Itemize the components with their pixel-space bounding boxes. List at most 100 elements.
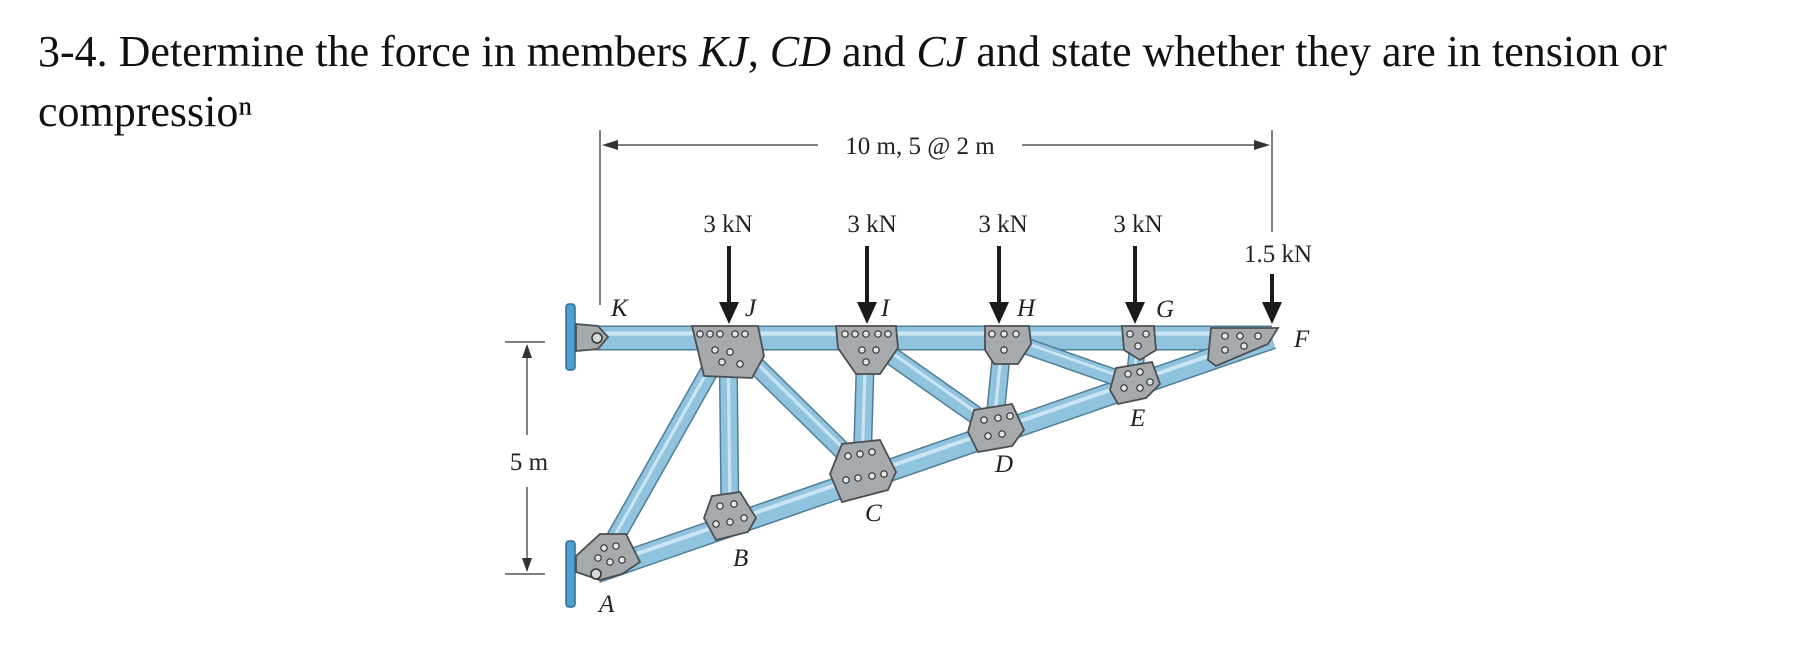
dimension-arrowhead: [522, 558, 532, 572]
joint-label-e: E: [1129, 405, 1145, 432]
load-label-g: 3 kN: [1113, 211, 1162, 238]
member-cj-label: CJ: [916, 27, 966, 76]
bolt-hole: [984, 432, 992, 440]
bottom-chord-member: [592, 328, 1276, 582]
load-arrowhead-i: [857, 302, 877, 324]
bolt-hole: [1221, 346, 1229, 354]
bolt-hole: [1124, 370, 1132, 378]
joint-label-d: D: [994, 451, 1013, 478]
dimension-arrowhead: [602, 140, 618, 150]
load-label-f: 1.5 kN: [1244, 241, 1312, 268]
bolt-hole: [716, 330, 724, 338]
bolt-hole: [841, 330, 849, 338]
bolt-holes: [594, 330, 1262, 566]
load-arrowhead-g: [1125, 302, 1145, 324]
bolt-hole: [736, 360, 744, 368]
truss-members: [587, 325, 1276, 583]
bolt-hole: [1146, 378, 1154, 386]
bolt-hole: [696, 330, 704, 338]
bolt-hole: [726, 518, 734, 526]
bolt-hole: [1134, 342, 1142, 350]
bolt-hole: [844, 452, 852, 460]
bolt-hole: [851, 330, 859, 338]
bolt-hole: [612, 542, 620, 550]
joint-label-h: H: [1016, 295, 1037, 322]
bolt-hole: [862, 358, 870, 366]
bolt-hole: [862, 330, 870, 338]
bolt-hole: [741, 330, 749, 338]
bolt-hole: [1006, 412, 1014, 420]
problem-number: 3-4.: [38, 27, 108, 76]
joint-label-c: C: [865, 500, 882, 527]
bolt-hole: [726, 348, 734, 356]
bolt-hole: [712, 520, 720, 528]
bolt-hole: [1254, 332, 1262, 340]
problem-statement: 3-4. Determine the force in members KJ, …: [38, 22, 1778, 142]
dimension-arrowhead: [1254, 140, 1270, 150]
bolt-hole: [594, 554, 602, 562]
problem-text-part: Determine the force in members: [107, 27, 699, 76]
joint-label-a: A: [597, 591, 615, 618]
bolt-hole: [868, 472, 876, 480]
problem-text-separator: ,: [747, 27, 770, 76]
bolt-hole: [1136, 368, 1144, 376]
bolt-hole: [980, 416, 988, 424]
bolt-hole: [994, 414, 1002, 422]
gusset-plate-h: [984, 325, 1032, 365]
supports: [565, 303, 576, 608]
bolt-hole: [740, 514, 748, 522]
gusset-plate-i: [835, 325, 899, 375]
bolt-hole: [842, 476, 850, 484]
member-kj-label: KJ: [698, 27, 748, 76]
bolt-hole: [1240, 342, 1248, 350]
load-arrowhead-h: [989, 302, 1009, 324]
bolt-hole: [858, 346, 866, 354]
bolt-hole: [606, 558, 614, 566]
load-arrowhead-j: [719, 302, 739, 324]
bolt-hole: [1136, 384, 1144, 392]
pin-support-k: [565, 303, 576, 371]
gusset-plate-b: [703, 491, 758, 542]
member-cd-label: CD: [769, 27, 831, 76]
load-label-j: 3 kN: [703, 211, 752, 238]
gusset-plate-e: [1109, 360, 1162, 406]
bolt-hole: [730, 500, 738, 508]
height-dimension-label: 5 m: [510, 449, 549, 476]
bolt-hole: [874, 330, 882, 338]
bolt-hole: [880, 470, 888, 478]
bolt-hole: [856, 450, 864, 458]
bolt-hole: [1000, 346, 1008, 354]
bolt-hole: [716, 502, 724, 510]
gusset-plate-d: [967, 403, 1026, 454]
problem-text-separator: and: [831, 27, 917, 76]
bolt-hole: [854, 474, 862, 482]
bolt-hole: [1221, 332, 1229, 340]
bolt-hole: [1126, 330, 1134, 338]
load-label-h: 3 kN: [978, 211, 1027, 238]
bolt-hole: [998, 430, 1006, 438]
joint-label-f: F: [1293, 326, 1310, 353]
load-label-i: 3 kN: [847, 211, 896, 238]
joint-label-k: K: [610, 295, 629, 322]
bolt-hole: [868, 448, 876, 456]
bolt-hole: [1120, 384, 1128, 392]
problem-text-part: and state whether they are in tension or…: [38, 27, 1667, 136]
joint-label-g: G: [1156, 296, 1174, 323]
bolt-hole: [718, 358, 726, 366]
bolt-hole: [1236, 332, 1244, 340]
joint-label-j: J: [745, 295, 758, 322]
bolt-hole: [988, 330, 996, 338]
pin-support-a: [565, 540, 576, 608]
gusset-plate-a: [575, 533, 642, 581]
bolt-hole: [731, 330, 739, 338]
bolt-hole: [600, 544, 608, 552]
bolt-hole: [1012, 330, 1020, 338]
dimension-lines: 10 m, 5 @ 2 m 5 m: [505, 130, 1273, 575]
bolt-hole: [711, 346, 719, 354]
span-dimension-label: 10 m, 5 @ 2 m: [845, 133, 995, 160]
bolt-hole: [706, 330, 714, 338]
bolt-hole: [872, 346, 880, 354]
bolt-hole: [1142, 330, 1150, 338]
pin-k: [591, 332, 603, 344]
